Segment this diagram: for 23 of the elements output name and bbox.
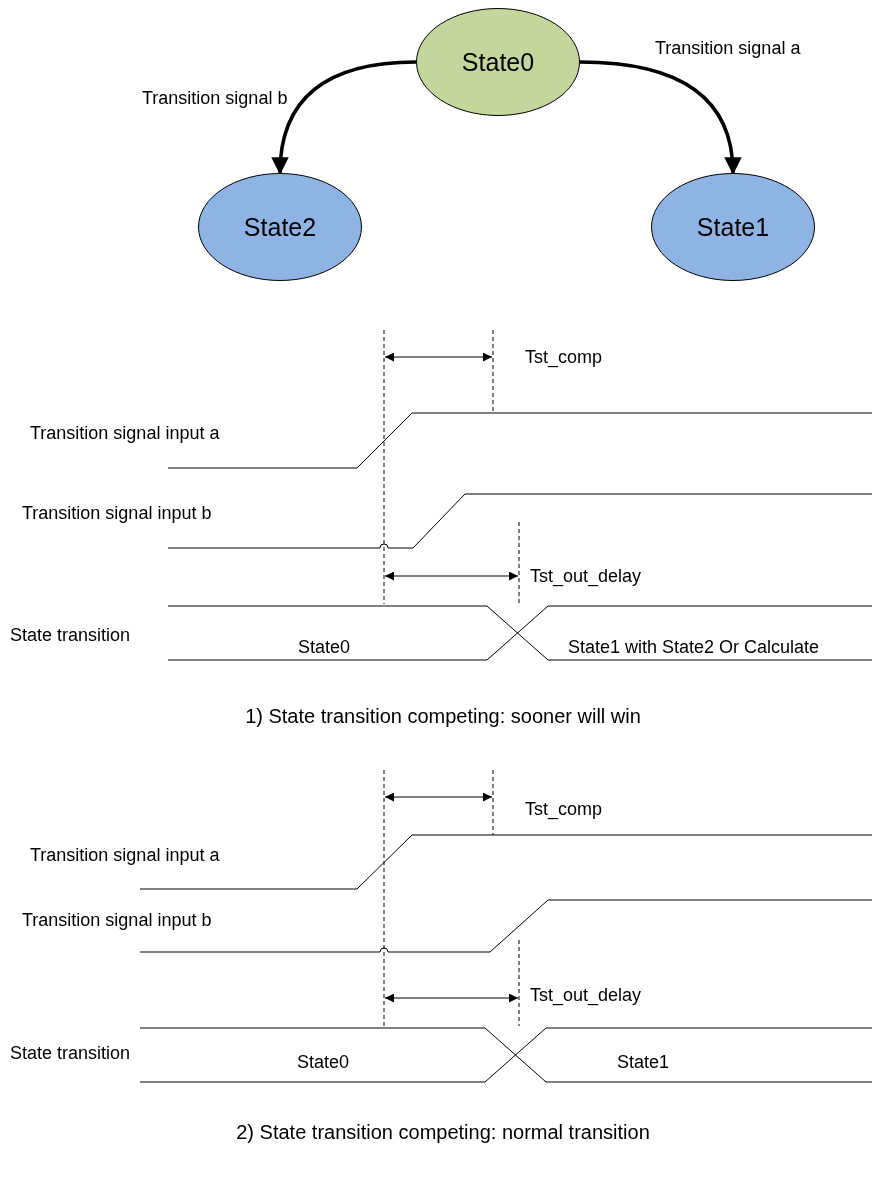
signal-label: State transition bbox=[10, 624, 131, 646]
signal-label: State transition bbox=[10, 1042, 131, 1064]
state-label: State1 with State2 Or Calculate bbox=[568, 636, 820, 658]
arrow bbox=[579, 60, 741, 175]
signal-label: Transition signal input b bbox=[22, 909, 212, 931]
time-label: Tst_comp bbox=[525, 346, 603, 368]
state-label: State1 bbox=[617, 1051, 670, 1073]
time-label: Tst_out_delay bbox=[530, 984, 642, 1006]
state-ellipse: State2 bbox=[198, 173, 362, 281]
state-ellipse: State0 bbox=[416, 8, 580, 116]
edge-label: Transition signal b bbox=[142, 87, 288, 109]
state-ellipse: State1 bbox=[651, 173, 815, 281]
arrow bbox=[272, 60, 417, 175]
time-label: Tst_comp bbox=[525, 798, 603, 820]
signal-label: Transition signal input b bbox=[22, 502, 212, 524]
state-label: State0 bbox=[297, 1051, 350, 1073]
caption: 1) State transition competing: sooner will win bbox=[245, 704, 641, 728]
edge-label: Transition signal a bbox=[655, 37, 801, 59]
state-label: State0 bbox=[298, 636, 351, 658]
caption: 2) State transition competing: normal transition bbox=[236, 1120, 650, 1144]
time-label: Tst_out_delay bbox=[530, 565, 642, 587]
signal-label: Transition signal input a bbox=[30, 844, 220, 866]
signal-label: Transition signal input a bbox=[30, 422, 220, 444]
